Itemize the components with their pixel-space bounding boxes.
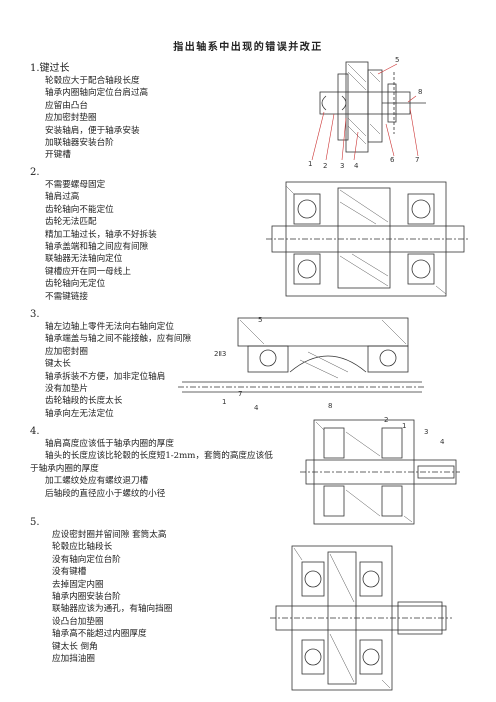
list-item: 没有加垫片 <box>45 384 88 395</box>
section-4: 4. 轴肩高度应该低于轴承内圈的厚度 轴头的长度应该比轮毂的长度短1-2mm，套… <box>30 425 273 500</box>
callout-7: 7 <box>415 156 419 164</box>
list-item: 轮毂应比轴段长 <box>52 542 113 553</box>
callout-1: 1 <box>402 422 406 430</box>
list-item: 键太长 <box>45 359 71 370</box>
section-1: 1.键过长 轮毂应大于配合轴段长度 轴承内圈轴向定位台肩过高 应留由凸台 应加密… <box>30 62 148 162</box>
callout-8: 8 <box>328 402 332 410</box>
section-1-heading: 1.键过长 <box>30 62 148 75</box>
list-item: 轴承内圈安装台阶 <box>52 592 121 603</box>
list-item: 轴左边轴上零件无法向右轴向定位 <box>45 322 174 332</box>
callout-2: 2 <box>384 416 388 424</box>
list-item: 键太长 倒角 <box>52 641 98 652</box>
list-item: 设凸台加垫圈 <box>52 616 104 627</box>
section-1-first-item: 键过长 <box>39 63 70 74</box>
section-5: 5. 应设密封圈并留间隙 套筒太高 轮毂应比轴段长 没有轴向定位台阶 没有键槽 … <box>30 516 172 665</box>
callout-3: 3 <box>340 162 344 170</box>
list-item: 没有键槽 <box>52 567 87 578</box>
callout-4: 4 <box>440 438 445 446</box>
list-item: 应留由凸台 <box>45 100 88 111</box>
list-item: 安装轴肩，便于轴承安装 <box>45 125 140 136</box>
page-title: 指出轴系中出现的错误并改正 <box>173 42 323 53</box>
list-item: 应加挡油圈 <box>52 654 95 665</box>
callout-5: 5 <box>395 56 399 64</box>
list-item: 应加密封垫圈 <box>45 113 97 124</box>
figure-1-shaft-drawing: 1 2 3 4 5 6 7 8 <box>308 56 426 170</box>
list-item: 轴肩高度应该低于轴承内圈的厚度 <box>45 439 174 449</box>
section-1-number: 1. <box>30 63 40 74</box>
list-item: 轴头的长度应该比轮毂的长度短1-2mm，套筒的高度应该低 <box>45 451 273 462</box>
figure-2-gear-shaft-assembly <box>266 181 468 297</box>
section-2: 2. 不需要螺母固定 轴肩过高 齿轮轴向不能定位 齿轮无法匹配 精加工轴过长，轴… <box>30 166 157 303</box>
callout-8: 8 <box>418 88 422 96</box>
callout-3: 3 <box>424 428 428 436</box>
list-item: 去掉固定内圈 <box>52 579 104 590</box>
list-item: 轴承盖端和轴之间应有间隙 <box>45 242 149 253</box>
section-4-number: 4. <box>30 426 40 437</box>
callout-7: 7 <box>238 390 242 398</box>
list-item: 齿轮轴段的长度太长 <box>45 396 123 407</box>
section-5-number: 5. <box>30 517 40 528</box>
list-item: 没有轴向定位台阶 <box>52 554 121 565</box>
list-item: 应设密封圈并留间隙 套筒太高 <box>52 530 167 540</box>
list-item: 齿轮轴向无定位 <box>45 279 106 290</box>
list-item: 于轴承内圈的厚度 <box>30 463 99 474</box>
list-item: 加联轴器安装台阶 <box>45 138 114 149</box>
list-item: 轴承拆装不方便，加非定位轴肩 <box>45 371 166 382</box>
list-item: 轴承向左无法定位 <box>45 408 114 419</box>
callout-5: 5 <box>258 316 262 324</box>
list-item: 不需键链接 <box>45 291 88 302</box>
list-item: 后轴段的直径应小于螺纹的小径 <box>45 488 166 499</box>
list-item: 轮毂应大于配合轴段长度 <box>45 76 140 86</box>
list-item: 齿轮轴向不能定位 <box>45 204 114 215</box>
callout-4: 4 <box>254 404 259 412</box>
list-item: 齿轮无法匹配 <box>45 217 97 228</box>
section-2-number: 2. <box>30 167 40 178</box>
list-item: 轴承端盖与轴之间不能接触，应有间隙 <box>45 334 192 345</box>
list-item: 加工螺纹处应有螺纹退刀槽 <box>45 476 149 487</box>
list-item: 轴肩过高 <box>45 192 80 203</box>
list-item: 联轴器无法轴向定位 <box>45 254 123 265</box>
callout-6: 6 <box>390 156 395 164</box>
callout-2-3: 2Ⅱ3 <box>214 350 226 358</box>
figure-3-bearing-housing: 5 2Ⅱ3 1 4 7 8 <box>178 316 426 412</box>
section-3: 3. 轴左边轴上零件无法向右轴向定位 轴承端盖与轴之间不能接触，应有间隙 应加密… <box>30 308 191 420</box>
callout-1: 1 <box>222 398 226 406</box>
list-item: 联轴器应该为通孔，有轴向挡圈 <box>52 604 173 615</box>
figure-4-threaded-shaft: 2 1 3 4 <box>300 416 460 525</box>
list-item: 应加密封圈 <box>45 346 88 357</box>
list-item: 不需要螺母固定 <box>45 180 106 190</box>
list-item: 开键槽 <box>45 150 71 161</box>
callout-2: 2 <box>323 162 327 170</box>
figure-5-gear-reducer-shaft <box>270 545 452 691</box>
section-3-number: 3. <box>30 309 40 320</box>
list-item: 键槽应开在同一母线上 <box>45 266 131 277</box>
callout-1: 1 <box>308 160 312 168</box>
list-item: 精加工轴过长，轴承不好拆装 <box>45 229 157 240</box>
list-item: 轴承内圈轴向定位台肩过高 <box>45 88 149 99</box>
callout-4: 4 <box>354 162 359 170</box>
list-item: 轴承高不能超过内圈厚度 <box>52 629 147 640</box>
